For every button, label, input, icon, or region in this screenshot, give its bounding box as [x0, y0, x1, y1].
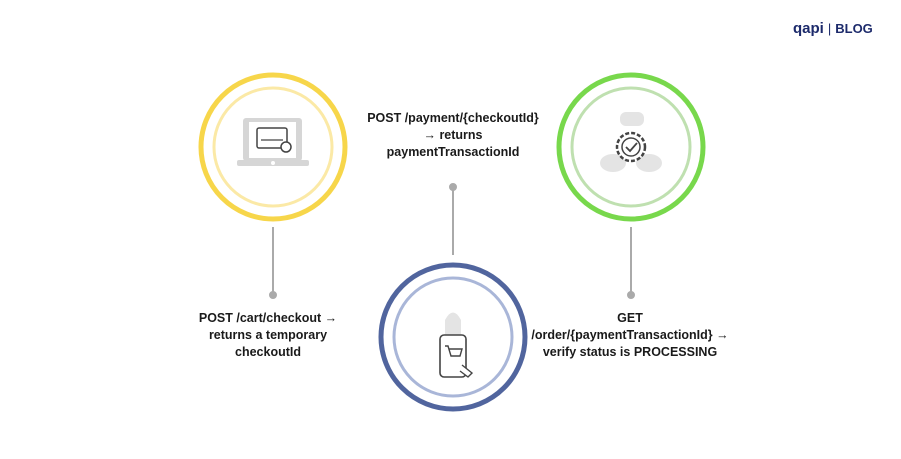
- step-1-line-2: returns a temporary: [208, 328, 328, 342]
- step-1-circle: [198, 72, 348, 222]
- blog-label: BLOG: [835, 21, 873, 36]
- step-3-label: GET /order/{paymentTransactionId} → veri…: [515, 310, 745, 361]
- step-3-line-1: GET: [617, 311, 643, 325]
- step-2-circle: [378, 262, 528, 412]
- step-2-line-1: POST /payment/{checkoutId}: [367, 111, 539, 125]
- step-1-line-1: POST /cart/checkout →: [198, 311, 338, 325]
- qapi-logo: qapi: [793, 20, 824, 37]
- connector-dot-1: [269, 291, 277, 299]
- step-2-line-2: → returns: [423, 128, 483, 142]
- qapi-blog-logo[interactable]: qapi | BLOG: [793, 20, 873, 37]
- step-3-line-2: /order/{paymentTransactionId} →: [531, 328, 729, 342]
- step-2-line-3: paymentTransactionId: [386, 145, 520, 159]
- gear-check-people-icon: [600, 112, 662, 172]
- logo-separator: |: [827, 21, 832, 36]
- step-3-line-3: verify status is PROCESSING: [542, 345, 718, 359]
- connector-dot-3: [627, 291, 635, 299]
- step-1-line-3: checkoutId: [235, 345, 301, 359]
- step-1-label: POST /cart/checkout → returns a temporar…: [173, 310, 363, 361]
- laptop-credit-card-icon: [237, 118, 309, 166]
- connector-dot-2: [449, 183, 457, 191]
- step-2-label: POST /payment/{checkoutId} → returns pay…: [343, 110, 563, 161]
- phone-shopping-cart-icon: [439, 312, 474, 378]
- step-3-circle: [556, 72, 706, 222]
